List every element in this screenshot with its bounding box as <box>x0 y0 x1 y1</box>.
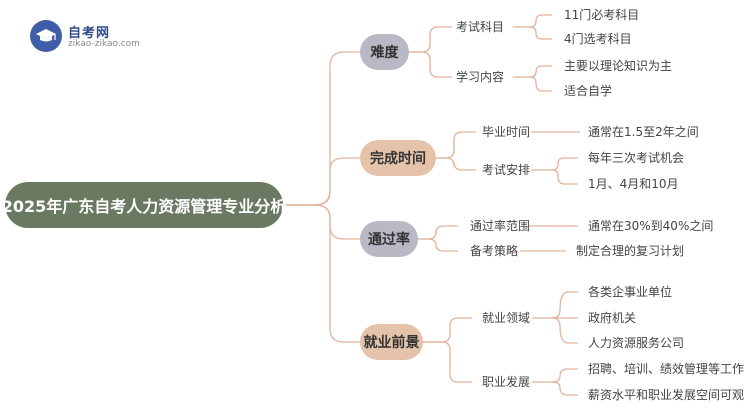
item-prep-strategy: 备考策略 <box>470 244 519 258</box>
connector-b4-i2 <box>423 341 472 383</box>
root-topic: 2025年广东自考人力资源管理专业分析 <box>2 182 286 228</box>
logo-name: 自考网 <box>68 26 111 41</box>
connector-b3-i1 <box>418 225 458 240</box>
detail-theory-focus: 主要以理论知识为主 <box>564 59 673 73</box>
branch-difficulty: 难度 <box>360 34 409 70</box>
connector-root-branch1 <box>283 51 360 206</box>
connector-b1-i1 <box>409 26 452 53</box>
item-graduation-time: 毕业时间 <box>482 125 531 139</box>
connector-b2-i1 <box>436 131 476 159</box>
item-employment-fields: 就业领域 <box>482 311 531 325</box>
connector-root-branch3 <box>283 204 360 240</box>
logo-url: zikao-zikao.com <box>68 39 140 49</box>
connector-root-branch4 <box>283 204 360 343</box>
detail-hr-work: 招聘、培训、绩效管理等工作 <box>588 362 745 376</box>
item-pass-rate-range: 通过率范围 <box>470 219 531 233</box>
graduation-cap-icon <box>30 20 62 52</box>
connector-b3-i2 <box>418 238 458 252</box>
detail-three-exams: 每年三次考试机会 <box>588 151 685 165</box>
detail-exam-months: 1月、4月和10月 <box>588 177 679 191</box>
detail-self-study: 适合自学 <box>564 84 613 98</box>
connector-root-branch2 <box>283 157 360 206</box>
item-exam-schedule: 考试安排 <box>482 163 531 177</box>
detail-study-plan: 制定合理的复习计划 <box>576 244 685 258</box>
branch-career-prospects: 就业前景 <box>360 324 423 360</box>
detail-salary-growth: 薪资水平和职业发展空间可观 <box>588 388 745 402</box>
detail-elective-subjects: 4门选考科目 <box>564 32 632 46</box>
detail-government: 政府机关 <box>588 311 637 325</box>
detail-enterprises: 各类企事业单位 <box>588 285 673 299</box>
connector-b4-i1 <box>423 317 472 343</box>
branch-pass-rate: 通过率 <box>360 221 418 257</box>
detail-required-subjects: 11门必考科目 <box>564 8 640 22</box>
item-career-development: 职业发展 <box>482 375 531 389</box>
detail-hr-companies: 人力资源服务公司 <box>588 336 685 350</box>
connector-b2-i2 <box>436 157 476 171</box>
connector-b1-i2 <box>409 51 452 78</box>
item-study-content: 学习内容 <box>456 70 505 84</box>
detail-graduation-duration: 通常在1.5至2年之间 <box>588 125 699 139</box>
detail-pass-rate-value: 通常在30%到40%之间 <box>588 219 714 233</box>
branch-completion-time: 完成时间 <box>360 140 436 176</box>
item-exam-subjects: 考试科目 <box>456 20 505 34</box>
site-logo[interactable]: 自考网 zikao-zikao.com <box>30 20 160 54</box>
